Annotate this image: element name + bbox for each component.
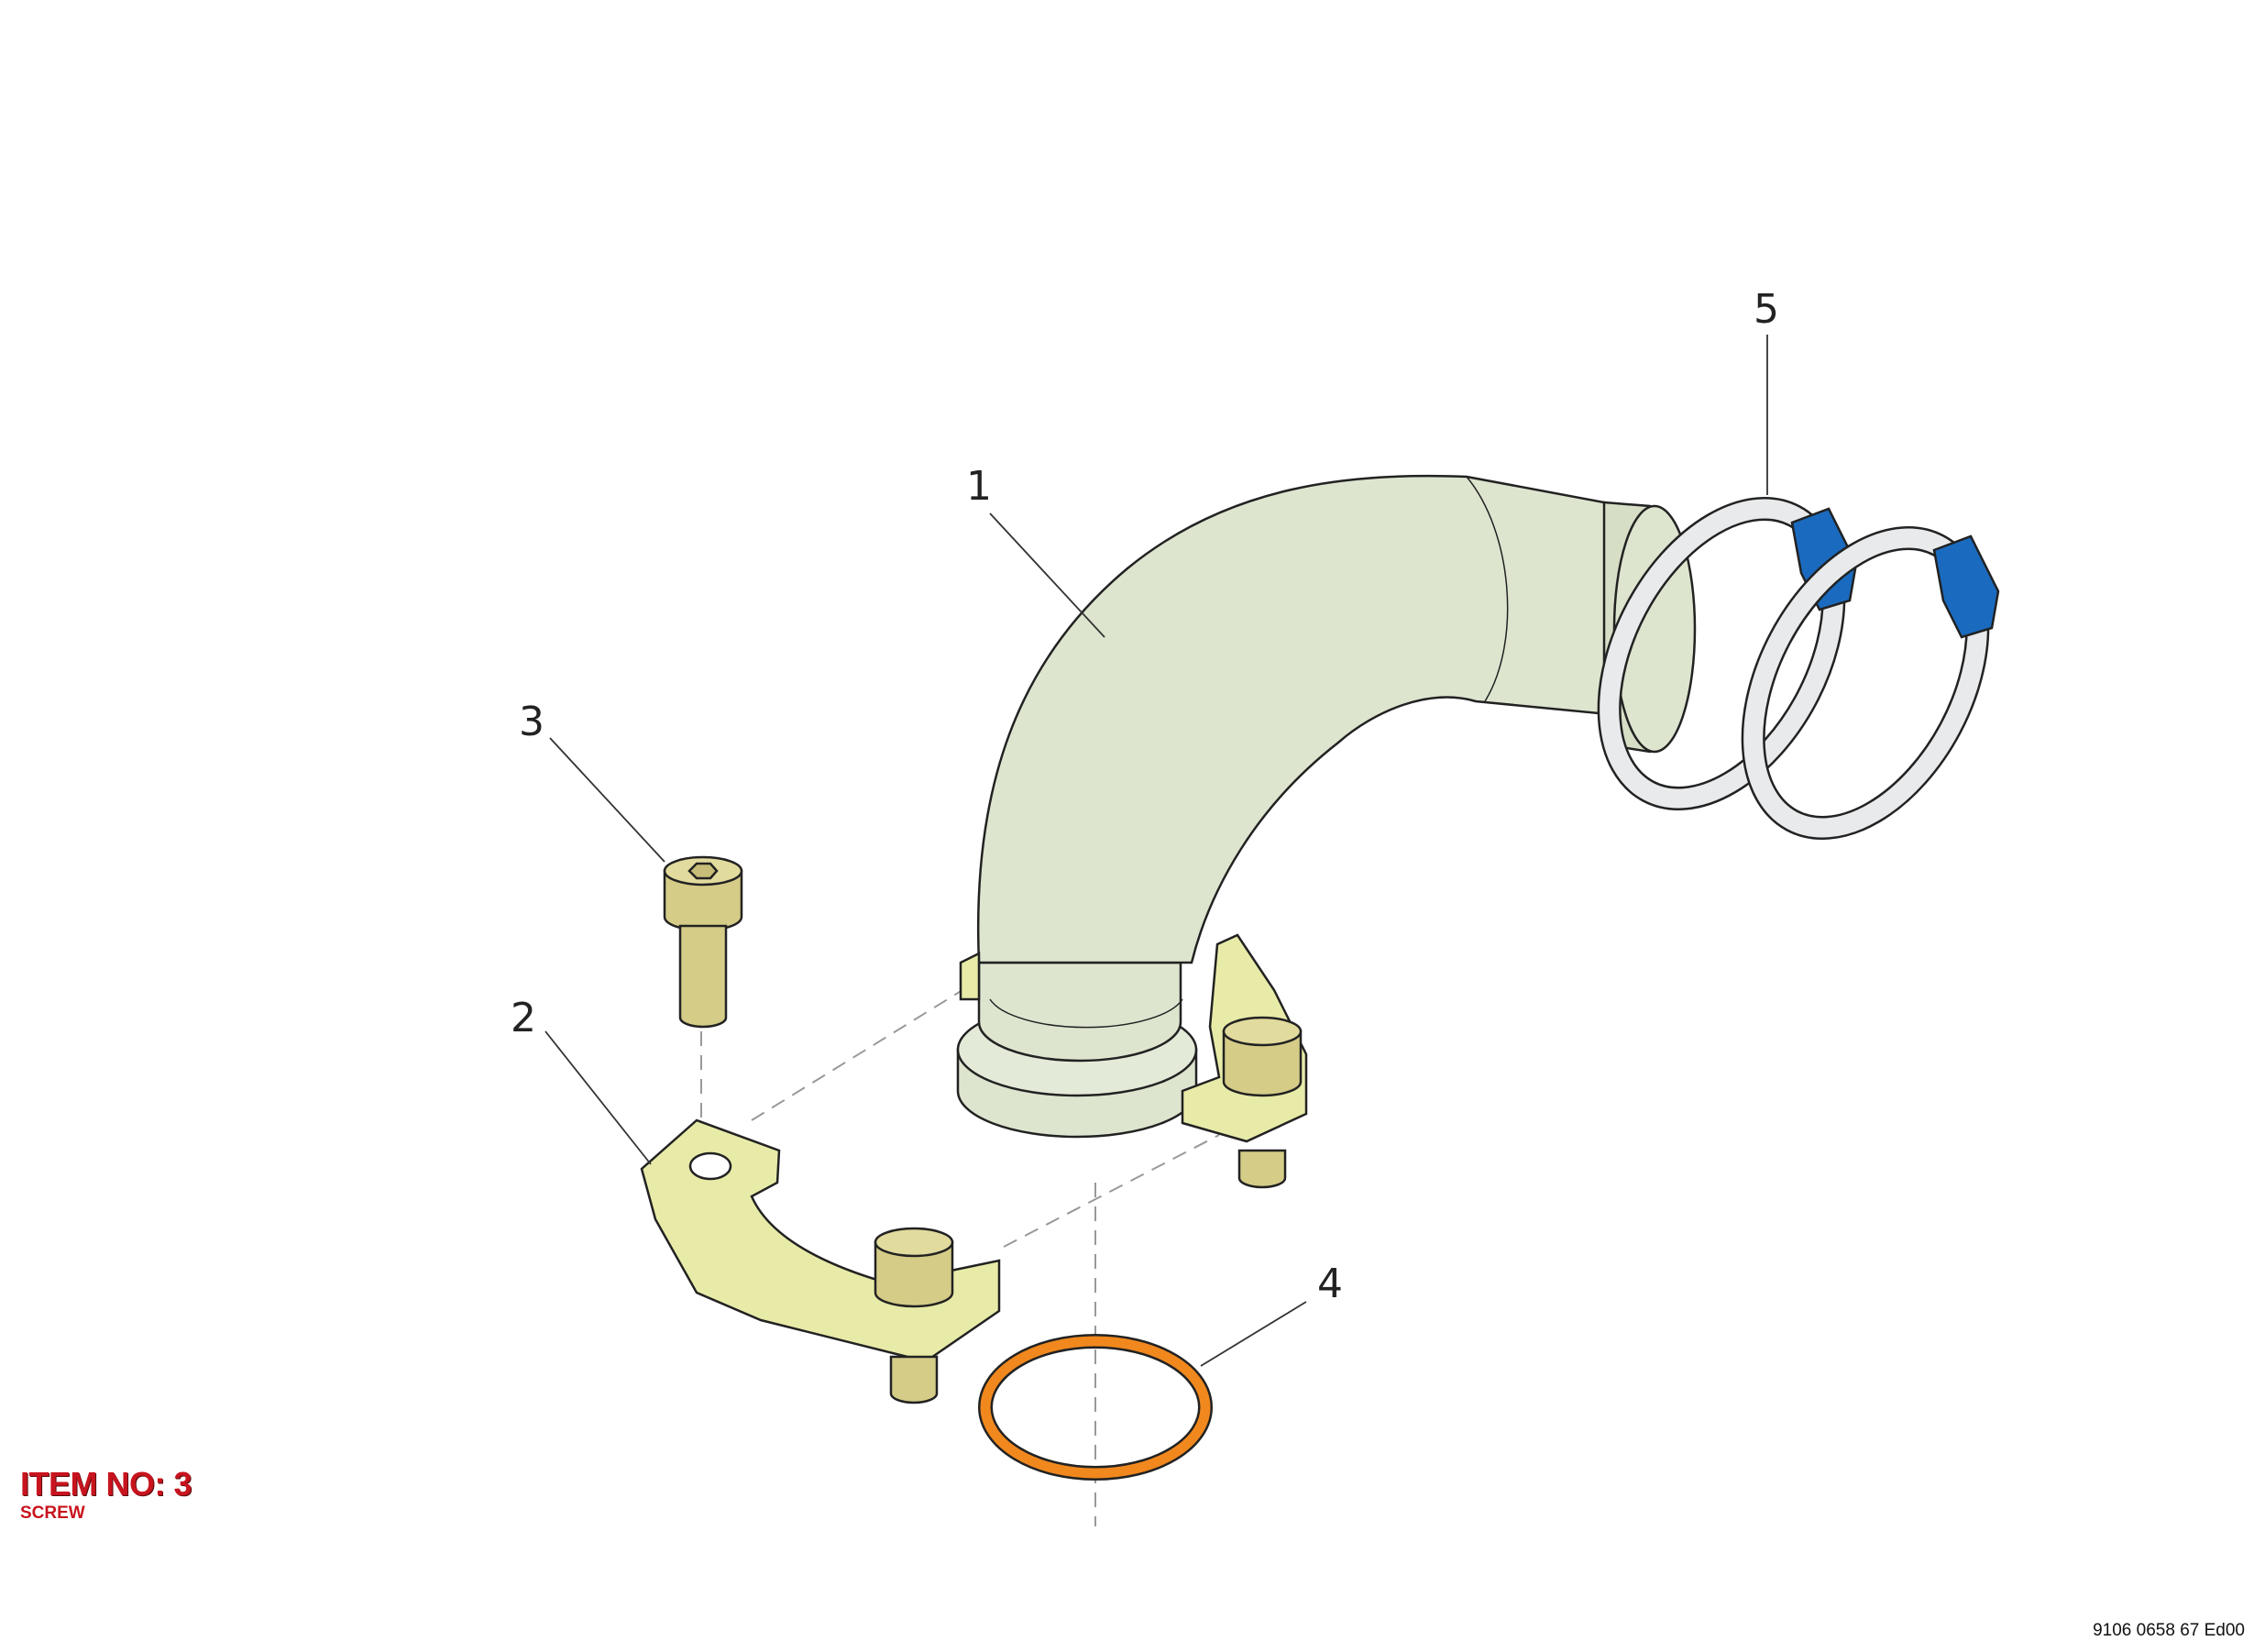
hose-clamp-2[interactable] — [1707, 501, 2023, 866]
callout-3: 3 — [519, 699, 544, 745]
pipe-elbow[interactable] — [956, 474, 1697, 1139]
callout-2: 2 — [511, 995, 536, 1041]
callout-1: 1 — [966, 463, 992, 510]
screw-detached[interactable] — [663, 855, 743, 1029]
selected-item-label: ITEM NO: 3 — [20, 1465, 192, 1503]
screw-on-right-clamp[interactable] — [1222, 1016, 1303, 1189]
selected-item-description: SCREW — [20, 1503, 85, 1523]
hose-clamp-1[interactable] — [1563, 471, 1879, 837]
seal-ring[interactable] — [978, 1334, 1213, 1481]
screw-on-left-clamp[interactable] — [874, 1227, 954, 1404]
callout-4: 4 — [1317, 1261, 1343, 1307]
callout-5: 5 — [1754, 286, 1779, 333]
leader-lines — [544, 335, 1768, 1367]
document-reference: 9106 0658 67 Ed00 — [2093, 1621, 2245, 1640]
